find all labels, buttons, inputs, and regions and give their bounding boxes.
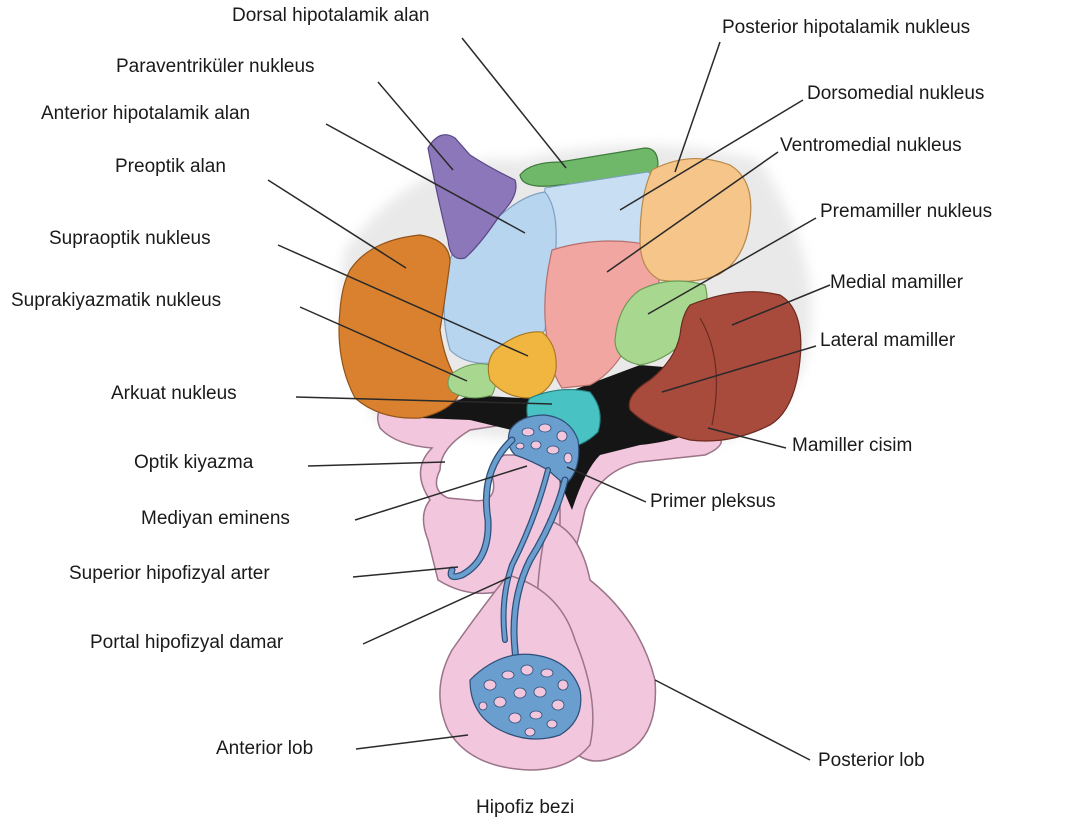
label-lateral-mamiller: Lateral mamiller (820, 330, 955, 352)
label-preoptik-alan: Preoptik alan (115, 156, 226, 178)
label-suprakiyazmatik-nukleus: Suprakiyazmatik nukleus (11, 290, 221, 312)
label-primer-pleksus: Primer pleksus (650, 491, 776, 513)
label-mamiller-cisim: Mamiller cisim (792, 435, 912, 457)
leader-posterior-lob (655, 680, 810, 760)
label-paraventrikuler-nukleus: Paraventriküler nukleus (116, 56, 315, 78)
label-optik-kiyazma: Optik kiyazma (134, 452, 253, 474)
label-dorsal-hipotalamik-alan: Dorsal hipotalamik alan (232, 5, 430, 27)
label-medial-mamiller: Medial mamiller (830, 272, 963, 294)
label-supraoptik-nukleus: Supraoptik nukleus (49, 228, 211, 250)
label-superior-hipofizyal-arter: Superior hipofizyal arter (69, 563, 270, 585)
label-anterior-hipotalamik-alan: Anterior hipotalamik alan (41, 103, 250, 125)
leader-anterior-lob (356, 735, 468, 749)
label-hipofiz-bezi: Hipofiz bezi (476, 797, 574, 819)
label-mediyan-eminens: Mediyan eminens (141, 508, 290, 530)
label-ventromedial-nukleus: Ventromedial nukleus (780, 135, 962, 157)
leader-dorsal-hipotalamik-alan (462, 38, 566, 168)
label-posterior-lob: Posterior lob (818, 750, 925, 772)
leader-paraventrikuler-nukleus (378, 82, 453, 170)
label-portal-hipofizyal-damar: Portal hipofizyal damar (90, 632, 283, 654)
label-arkuat-nukleus: Arkuat nukleus (111, 383, 237, 405)
label-anterior-lob: Anterior lob (216, 738, 313, 760)
label-premamiller-nukleus: Premamiller nukleus (820, 201, 992, 223)
label-dorsomedial-nukleus: Dorsomedial nukleus (807, 83, 984, 105)
label-posterior-hipotalamik-nukleus: Posterior hipotalamik nukleus (722, 17, 970, 39)
